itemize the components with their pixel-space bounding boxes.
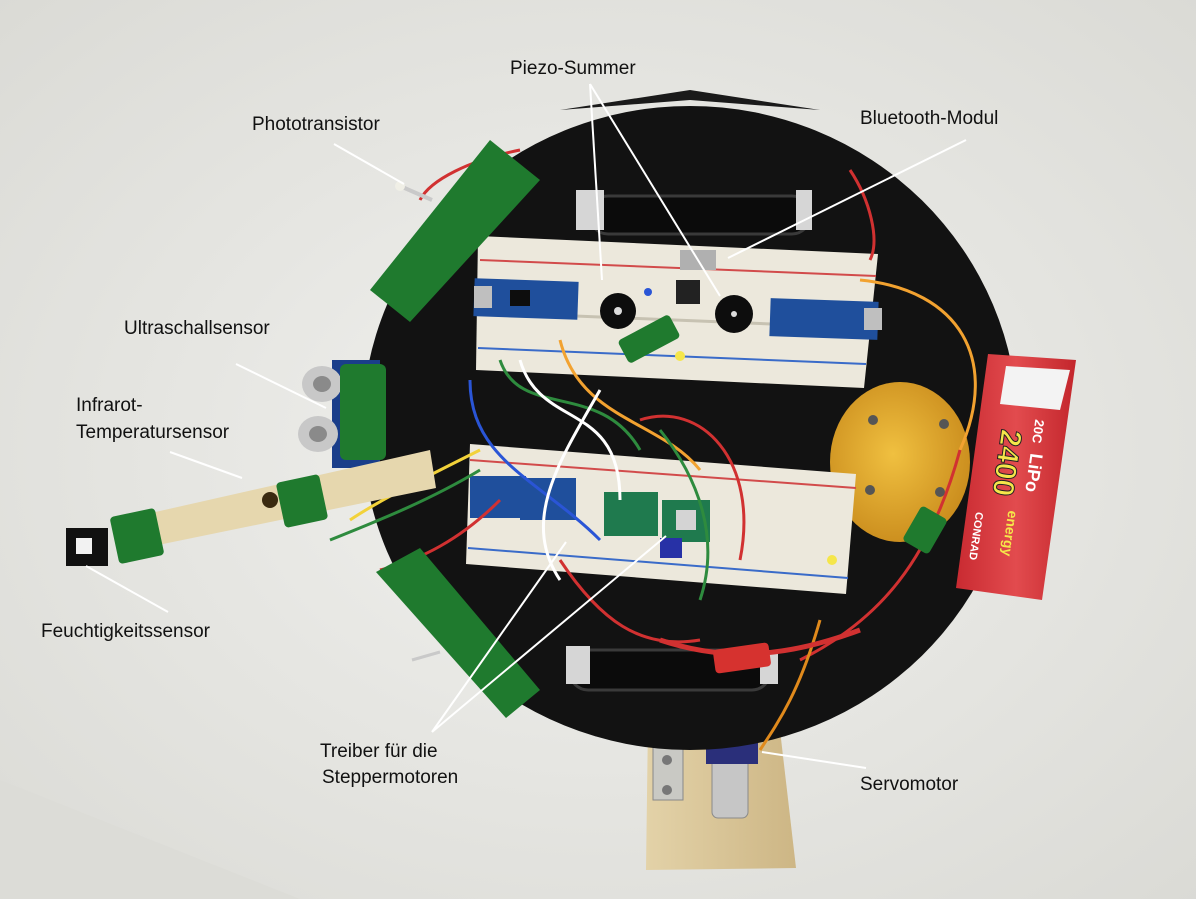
label-infrared-line1: Infrarot-: [76, 395, 143, 416]
label-driver-line2: Steppermotoren: [322, 767, 459, 788]
caster-wheel: [830, 382, 970, 542]
driver-3: [604, 492, 658, 536]
green-tape-top: [370, 140, 540, 322]
wires: [329, 148, 977, 751]
lipo-battery: 2400 LiPo 20C energy CONRAD: [956, 354, 1076, 600]
wheel-top: [588, 194, 812, 236]
breadboard-lower: [466, 444, 857, 594]
breadboard-upper: [473, 236, 882, 388]
battery-brand: energy: [999, 510, 1021, 558]
annotation-lines: [85, 83, 967, 769]
label-servomotor: Servomotor: [860, 774, 959, 795]
label-humidity-sensor: Feuchtigkeitssensor: [41, 621, 210, 642]
servo-mount: [646, 707, 796, 870]
label-bluetooth-module: Bluetooth-Modul: [860, 108, 999, 129]
label-infrared-line2: Temperatursensor: [76, 422, 230, 443]
battery-rating: 20C: [1029, 419, 1047, 445]
driver-1: [470, 476, 526, 518]
label-phototransistor: Phototransistor: [252, 114, 380, 135]
sensor-arm: [66, 450, 436, 566]
bluetooth-module: [676, 280, 700, 304]
label-driver-line1: Treiber für die: [320, 741, 438, 762]
label-piezo-summer: Piezo-Summer: [510, 58, 636, 79]
label-ultrasonic-sensor: Ultraschallsensor: [124, 318, 270, 339]
arduino-nano-right: [769, 298, 879, 340]
ultrasonic-sensor: [298, 360, 386, 468]
